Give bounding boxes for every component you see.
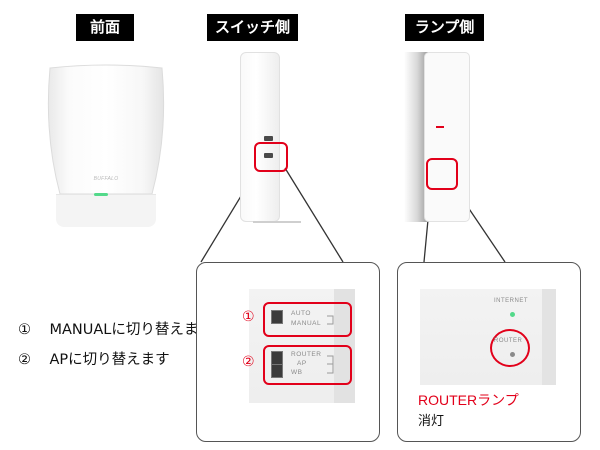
switch-detail-box: AUTO MANUAL ① ROUTER AP WB ② xyxy=(196,262,380,442)
front-status-led xyxy=(94,193,108,196)
switch-side-stand xyxy=(253,205,301,223)
switch-side-body xyxy=(240,52,280,222)
switch-highlight-ring xyxy=(254,142,288,172)
header-front: 前面 xyxy=(76,14,134,41)
lamp-side-body xyxy=(424,52,470,222)
internet-lamp-led xyxy=(510,312,515,317)
instruction-2: ② APに切り替えます xyxy=(18,348,170,369)
switch2-label-wb: WB xyxy=(291,369,303,376)
router-lamp-title: ROUTERランプ xyxy=(418,392,519,408)
instruction-2-text: APに切り替えます xyxy=(49,352,170,368)
router-lamp-highlight xyxy=(490,329,530,367)
router-lamp-label: ROUTER xyxy=(494,338,523,344)
switch1-label-auto: AUTO xyxy=(291,310,311,317)
lamp-highlight-ring xyxy=(426,158,458,190)
switch1-bracket xyxy=(327,315,334,325)
switch2-label-ap: AP xyxy=(297,360,307,367)
switch2-label-router: ROUTER xyxy=(291,351,322,358)
lamp-detail-box: INTERNET ROUTER ROUTERランプ 消灯 xyxy=(397,262,581,442)
switch2-marker: ② xyxy=(242,354,255,370)
router-front-body xyxy=(47,64,165,195)
header-lamp-side: ランプ側 xyxy=(405,14,484,41)
switch2-highlight xyxy=(263,345,352,385)
switch1-highlight xyxy=(263,302,352,337)
router-lamp-led xyxy=(510,352,515,357)
lamp-red-indicator xyxy=(436,126,444,128)
switch1-slider xyxy=(271,310,283,324)
switch2-slider-b xyxy=(271,364,283,378)
router-front-base xyxy=(56,194,156,227)
brand-logo: BUFFALO xyxy=(93,176,119,182)
switch1-marker: ① xyxy=(242,309,255,325)
switch1-label-manual: MANUAL xyxy=(291,320,322,327)
header-switch-side: スイッチ側 xyxy=(207,14,298,41)
internet-lamp-label: INTERNET xyxy=(494,298,528,304)
switch2-slider-a xyxy=(271,351,283,365)
lamp-detail-edge xyxy=(542,289,556,385)
switch2-bracket xyxy=(327,355,334,374)
switch-connector-right xyxy=(284,167,344,263)
instruction-1: ① MANUALに切り替えます xyxy=(18,318,213,339)
instruction-2-marker: ② xyxy=(18,352,31,368)
instruction-1-text: MANUALに切り替えます xyxy=(49,322,213,338)
router-lamp-status: 消灯 xyxy=(418,414,445,429)
switch-slot-1 xyxy=(264,136,273,141)
instruction-1-marker: ① xyxy=(18,322,31,338)
lamp-detail-photo xyxy=(420,289,556,385)
switch-slot-2 xyxy=(264,153,273,158)
